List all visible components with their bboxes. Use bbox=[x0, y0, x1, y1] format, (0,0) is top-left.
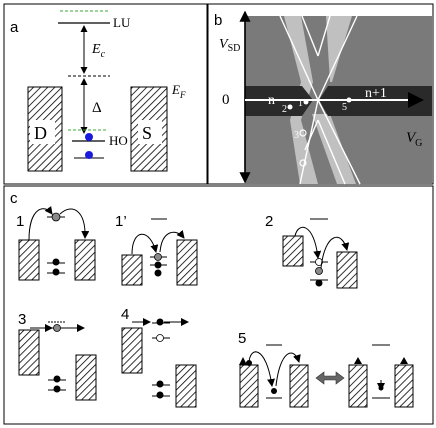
panel-c-frame bbox=[3, 185, 434, 425]
source-label: S bbox=[142, 123, 152, 143]
gap-label: Δ bbox=[92, 100, 102, 116]
sp5-right-lead-b bbox=[394, 364, 414, 408]
point-1-label: 1 bbox=[298, 98, 303, 109]
subpanel-2-label: 2 bbox=[265, 213, 273, 230]
panel-a-frame bbox=[3, 3, 208, 185]
drain-label: D bbox=[34, 123, 47, 143]
equivalence-arrow bbox=[315, 371, 345, 385]
panel-c: c 1 1’ bbox=[3, 185, 434, 425]
lower-electron bbox=[85, 151, 93, 159]
point-5-label: 5 bbox=[342, 102, 347, 113]
sp2-right-lead bbox=[336, 251, 358, 289]
sp5-right-lead-a bbox=[289, 364, 309, 408]
sp4-left-lead bbox=[121, 327, 143, 374]
subpanel-3-label: 3 bbox=[18, 311, 26, 328]
panel-a: a LU Ec Δ D S EF HO bbox=[3, 3, 208, 185]
lu-label: LU bbox=[113, 15, 131, 30]
point-3-label: 3 bbox=[294, 130, 299, 141]
sp1p-arrow-in bbox=[131, 233, 159, 255]
sp1-arrow-in bbox=[28, 205, 53, 241]
subpanel-3: 3 bbox=[18, 311, 97, 401]
point-1 bbox=[303, 99, 309, 105]
sp1p-arrow-out bbox=[159, 230, 185, 253]
subpanel-4: 4 bbox=[121, 306, 197, 408]
sp5-left-lead-b bbox=[348, 364, 368, 408]
point-3 bbox=[299, 129, 307, 137]
subpanel-1: 1 bbox=[16, 205, 96, 281]
sp5-arrow-out bbox=[275, 352, 301, 387]
sp5-left-lead-a bbox=[239, 364, 259, 408]
drain-label-bg bbox=[30, 120, 55, 144]
source-label-bg bbox=[138, 120, 162, 144]
subpanel-5-label: 5 bbox=[238, 330, 246, 347]
region-n-label: n bbox=[268, 93, 275, 108]
fermi-label: EF bbox=[171, 82, 186, 100]
sp3-right-lead bbox=[75, 354, 97, 401]
sp2-arrow-out bbox=[320, 236, 350, 269]
point-2-label: 2 bbox=[282, 104, 287, 115]
zero-label: 0 bbox=[222, 92, 230, 108]
sp1p-right-lead bbox=[176, 239, 198, 286]
subpanel-4-label: 4 bbox=[121, 306, 129, 323]
excited-band-right-top bbox=[326, 16, 352, 82]
ho-electron bbox=[85, 133, 93, 141]
panel-c-letter: c bbox=[10, 190, 18, 207]
diamond-edges bbox=[279, 15, 361, 185]
ho-label: HO bbox=[109, 133, 128, 148]
sp1-state bbox=[51, 212, 61, 222]
panel-b: b VSD 0 VG n n+1 1 2 bbox=[207, 3, 434, 185]
point-5 bbox=[346, 97, 352, 103]
panel-b-letter: b bbox=[214, 12, 222, 29]
charging-energy-label: Ec bbox=[91, 42, 106, 60]
sp4-right-lead bbox=[175, 364, 197, 408]
subpanel-2: 2 bbox=[265, 213, 358, 289]
subpanel-5: 5 bbox=[238, 330, 414, 408]
subpanel-1-label: 1 bbox=[16, 213, 24, 230]
sp2-left-lead bbox=[282, 235, 304, 267]
panel-a-letter: a bbox=[10, 19, 19, 36]
vsd-label: VSD bbox=[219, 37, 240, 54]
point-2 bbox=[287, 104, 293, 110]
sp1-right-lead bbox=[74, 239, 96, 281]
sp1-arrow-out bbox=[59, 208, 90, 239]
subpanel-1p-label: 1’ bbox=[115, 213, 127, 230]
sp1p-left-lead bbox=[121, 254, 143, 286]
sp5-arrow-in bbox=[248, 351, 275, 387]
sp1-left-lead bbox=[18, 239, 40, 281]
point-4 bbox=[299, 159, 307, 167]
subpanel-1-prime: 1’ bbox=[115, 213, 198, 286]
sp2-arrow-in bbox=[294, 226, 322, 259]
region-n1-label: n+1 bbox=[365, 86, 387, 101]
sp3-left-lead bbox=[18, 329, 40, 376]
vg-label: VG bbox=[406, 130, 422, 149]
